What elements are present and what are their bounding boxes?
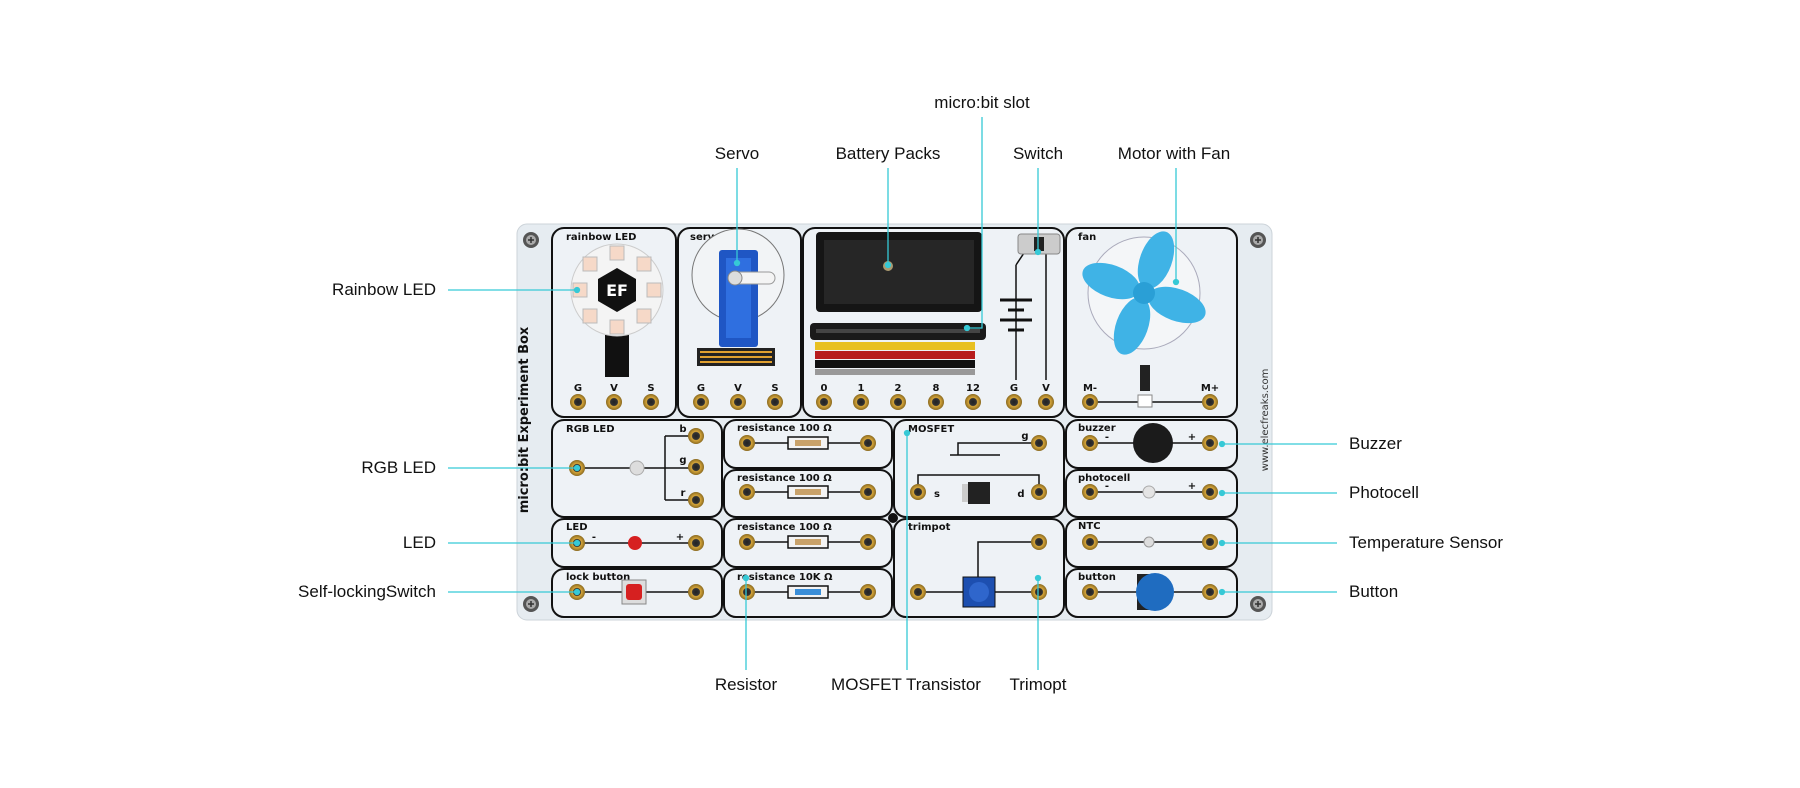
panel-title-res1: resistance 100 Ω <box>737 423 832 434</box>
pin-label: + <box>1188 432 1196 443</box>
panel-title-res2: resistance 100 Ω <box>737 473 832 484</box>
panel-title-res3: resistance 100 Ω <box>737 522 832 533</box>
callout-battery-packs: Battery Packs <box>835 144 941 163</box>
pin-label: G <box>1010 383 1018 394</box>
panel-title-ntc: NTC <box>1078 521 1101 532</box>
panel-title-trimpot: trimpot <box>908 522 951 533</box>
rgb-led-component <box>629 460 645 476</box>
pin-label: - <box>1105 481 1109 492</box>
pin-label: 8 <box>933 383 940 394</box>
pin-label: V <box>610 383 618 394</box>
panel-title-button: button <box>1078 572 1116 583</box>
pin-label: g <box>679 455 686 466</box>
pin-label: S <box>647 383 654 394</box>
buzzer-component <box>1133 423 1173 463</box>
pin-label: g <box>1021 431 1028 442</box>
pin-label: s <box>934 489 940 500</box>
experiment-board: micro:bit Experiment Box www.elecfreaks.… <box>516 223 1273 621</box>
callout-mosfet: MOSFET Transistor <box>831 675 981 694</box>
pin-label: V <box>1042 383 1050 394</box>
callout-led: LED <box>402 533 436 552</box>
pin-label: G <box>574 383 582 394</box>
photocell-component <box>1142 485 1156 499</box>
screw-icon <box>1249 231 1267 249</box>
red-led-component <box>628 536 642 550</box>
panel-title-rgb: RGB LED <box>566 424 615 435</box>
mosfet-component <box>962 482 990 504</box>
callout-motor-fan: Motor with Fan <box>1117 144 1231 163</box>
screw-icon <box>522 231 540 249</box>
ntc-component <box>1143 536 1155 548</box>
callout-microbit-slot: micro:bit slot <box>934 93 1030 112</box>
fan <box>1082 231 1206 408</box>
panel-title-res4: resistance 10K Ω <box>737 572 833 583</box>
callout-servo: Servo <box>714 144 760 163</box>
callout-button: Button <box>1349 582 1399 601</box>
callout-resistor: Resistor <box>714 675 778 694</box>
pin-label: 0 <box>821 383 828 394</box>
pin-headers <box>815 342 975 375</box>
screw-icon <box>1249 595 1267 613</box>
panel-title-rainbow: rainbow LED <box>566 232 636 243</box>
panel-title-photocell: photocell <box>1078 473 1130 484</box>
pin-label: + <box>676 532 684 543</box>
pin-label: V <box>734 383 742 394</box>
callout-photocell: Photocell <box>1349 483 1419 502</box>
pin-label: d <box>1017 489 1024 500</box>
panel-title-servo: servo <box>690 232 721 243</box>
pin-label: 2 <box>895 383 902 394</box>
pin-label: 1 <box>858 383 865 394</box>
callout-rgb-led: RGB LED <box>361 458 436 477</box>
panel-title-led: LED <box>566 522 588 533</box>
pin-label: r <box>681 488 686 499</box>
battery-pack <box>816 232 982 312</box>
pin-label: S <box>771 383 778 394</box>
callout-trimpot: Trimopt <box>1009 675 1067 694</box>
callout-buzzer: Buzzer <box>1349 434 1402 453</box>
microbit-slot <box>810 323 986 340</box>
callout-temperature-sensor: Temperature Sensor <box>1349 533 1504 552</box>
pin-label: M+ <box>1201 383 1219 394</box>
push-button-component <box>1136 573 1174 611</box>
callout-switch: Switch <box>1012 144 1064 163</box>
panel-title-fan: fan <box>1078 232 1096 243</box>
panel-title-lock: lock button <box>566 572 630 583</box>
servo-motor <box>691 228 785 366</box>
board-website: www.elecfreaks.com <box>1260 369 1271 472</box>
svg-text:EF: EF <box>606 281 628 300</box>
resistors <box>787 436 829 599</box>
trimpot-component <box>962 576 996 608</box>
pin-label: - <box>1105 432 1109 443</box>
pin-label: b <box>679 424 686 435</box>
screw-icon <box>522 595 540 613</box>
board-side-title: micro:bit Experiment Box <box>517 326 532 513</box>
pin-label: 12 <box>966 383 980 394</box>
callout-rainbow-led: Rainbow LED <box>332 280 436 299</box>
callout-lines <box>448 117 1337 670</box>
pin-label: G <box>697 383 705 394</box>
panel-title-buzzer: buzzer <box>1078 423 1116 434</box>
pin-label: M- <box>1083 383 1097 394</box>
panel-title-mosfet: MOSFET <box>908 424 954 435</box>
callout-self-locking-switch: Self-lockingSwitch <box>298 582 436 601</box>
lock-button-component <box>621 579 647 605</box>
pin-label: + <box>1188 481 1196 492</box>
pin-label: - <box>592 532 596 543</box>
